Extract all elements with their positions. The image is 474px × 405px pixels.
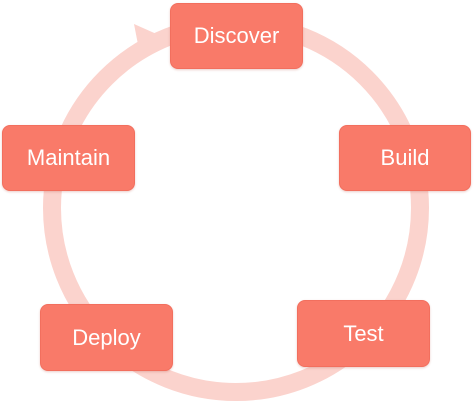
cycle-arrowhead-icon <box>134 24 161 60</box>
stage-build: Build <box>339 125 471 191</box>
stage-discover-label: Discover <box>193 23 280 48</box>
stage-maintain-label: Maintain <box>26 145 111 170</box>
stage-test: Test <box>297 300 430 367</box>
stage-deploy: Deploy <box>40 304 173 371</box>
stage-maintain: Maintain <box>2 125 135 191</box>
stage-deploy-label: Deploy <box>72 324 141 350</box>
stage-discover: Discover <box>170 3 303 69</box>
stage-build-label: Build <box>380 145 430 170</box>
stage-test-label: Test <box>343 320 384 346</box>
